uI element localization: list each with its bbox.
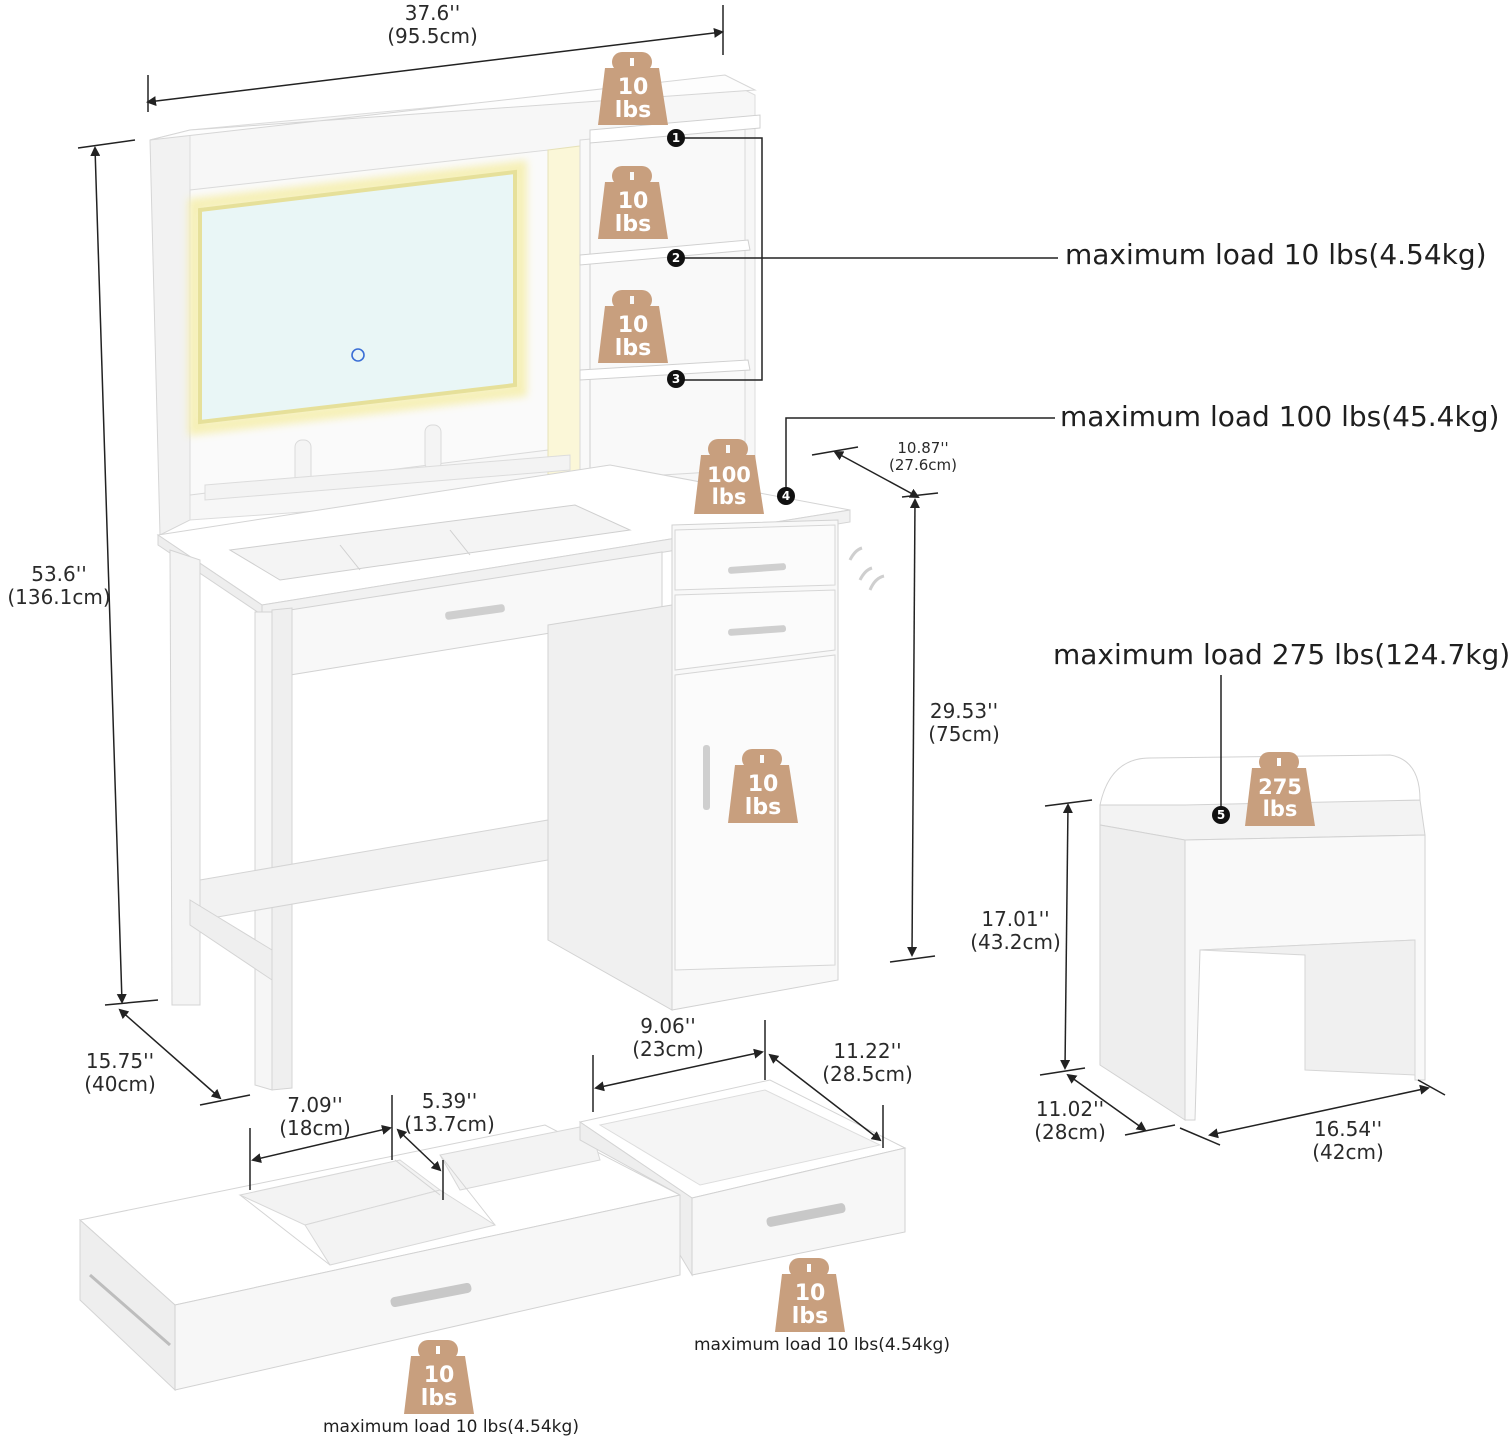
dimension-lines — [77, 5, 1446, 1200]
badge-cabinet-icon — [728, 749, 798, 823]
badge-small-drawer-icon — [775, 1258, 845, 1332]
callout-2: 2 — [667, 249, 685, 267]
dim-leg-depth: 15.75''(40cm) — [84, 1049, 156, 1096]
large-drawer — [78, 1124, 682, 1392]
callout-5: 5 — [1212, 806, 1230, 824]
weight-badges — [404, 52, 1315, 1414]
callout-4: 4 — [777, 487, 795, 505]
callout-3: 3 — [667, 370, 685, 388]
load-shelves: maximum load 10 lbs(4.54kg) — [1065, 238, 1487, 271]
badge-large-drawer-icon — [404, 1340, 474, 1414]
dim-stool-height: 17.01''(43.2cm) — [970, 907, 1061, 954]
vanity-hutch — [149, 74, 761, 536]
badge-desktop-icon — [694, 439, 764, 514]
badge-top-shelf-icon — [598, 52, 668, 125]
load-stool: maximum load 275 lbs(124.7kg) — [1053, 638, 1510, 671]
dim-desk-height: 29.53''(75cm) — [928, 699, 1000, 746]
dim-small-drawer-depth: 11.22''(28.5cm) — [822, 1039, 913, 1086]
load-desktop: maximum load 100 lbs(45.4kg) — [1060, 400, 1500, 433]
dim-small-drawer-width: 9.06''(23cm) — [632, 1014, 704, 1061]
dim-vanity-height: 53.6''(136.1cm) — [7, 562, 111, 609]
badge-stool-icon — [1245, 752, 1315, 826]
touch-switch-icon — [351, 348, 365, 362]
badge-shelf-2-icon — [598, 166, 668, 239]
mirror-glow — [188, 160, 527, 436]
dim-compartment-a: 7.09''(18cm) — [279, 1093, 351, 1140]
dim-compartment-b: 5.39''(13.7cm) — [404, 1089, 495, 1136]
load-large-drawer: maximum load 10 lbs(4.54kg) — [323, 1417, 579, 1437]
led-mirror — [198, 169, 517, 425]
callout-1: 1 — [667, 129, 685, 147]
vanity-desk — [156, 464, 885, 1091]
dim-desk-depth: 10.87''(27.6cm) — [889, 439, 957, 475]
badge-shelf-3-icon — [598, 290, 668, 363]
dim-stool-depth: 11.02''(28cm) — [1034, 1097, 1106, 1144]
dim-vanity-width: 37.6''(95.5cm) — [387, 1, 478, 48]
dim-stool-width: 16.54''(42cm) — [1312, 1117, 1384, 1164]
load-small-drawer: maximum load 10 lbs(4.54kg) — [694, 1335, 950, 1355]
